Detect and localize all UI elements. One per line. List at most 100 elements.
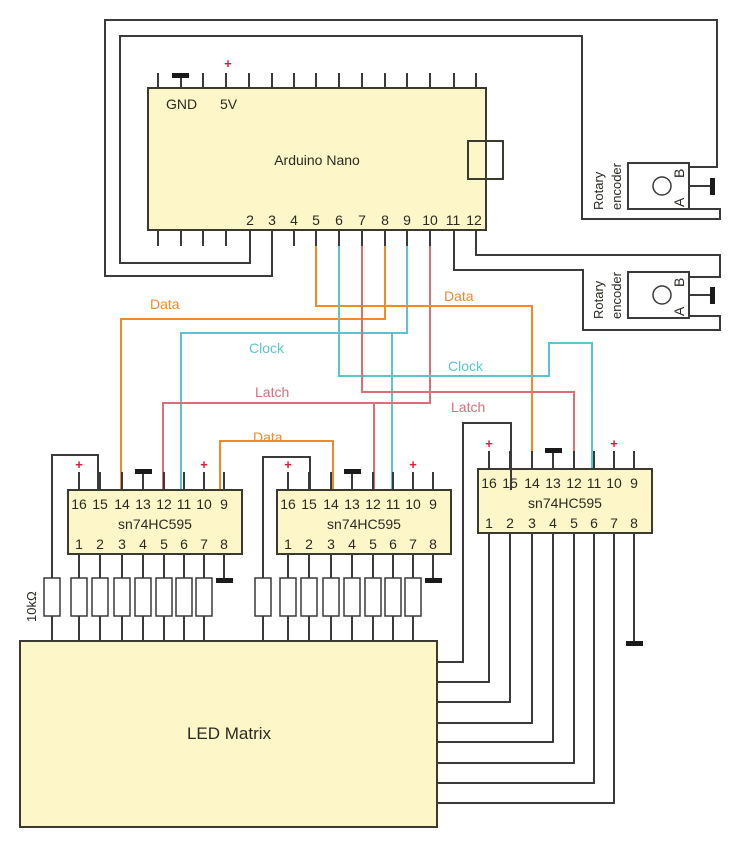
chip-pin-label: 14	[114, 496, 130, 512]
chip-pin-label: 1	[485, 515, 493, 531]
chip-pin-label: 12	[566, 475, 582, 491]
resistor-label: 10kΩ	[24, 591, 39, 622]
plus-icon: +	[610, 436, 618, 451]
wire-label-data: Data	[150, 296, 180, 312]
encoder-label-line2: encoder	[609, 271, 624, 319]
arduino-top-pins	[157, 73, 477, 88]
plus-icon: +	[485, 436, 493, 451]
encoder-label-line1: Rotary	[591, 280, 606, 319]
arduino-pin-label: 8	[381, 212, 389, 228]
resistor	[155, 577, 173, 617]
arduino-pin-label: 10	[422, 212, 438, 228]
chip-pin-label: 3	[327, 536, 335, 552]
chip-pin-label: 7	[200, 536, 208, 552]
wire-chip3-pin15-loop	[438, 422, 512, 663]
chip-pin-label: 11	[177, 496, 192, 512]
chip-pin-label: 4	[549, 515, 557, 531]
wire-data-chip3	[315, 246, 533, 490]
arduino-bottom-pins	[157, 230, 477, 246]
chip-body	[67, 489, 243, 555]
wire-encoder1-a	[119, 35, 721, 264]
resistor	[322, 577, 340, 617]
chip-pin-label: 1	[75, 536, 83, 552]
arduino-pin-label: 2	[246, 212, 254, 228]
chip-pin-label: 14	[524, 475, 540, 491]
encoder-pin-b: B	[671, 278, 687, 287]
chip-pin-label: 5	[570, 515, 578, 531]
chip-label: sn74HC595	[528, 495, 602, 511]
chip-pin-label: 13	[545, 475, 561, 491]
matrix-row-wire	[437, 533, 554, 743]
ground-icon	[545, 448, 562, 453]
ground-icon	[710, 178, 715, 195]
led-matrix-body	[19, 640, 438, 828]
resistor	[134, 577, 152, 617]
resistor	[343, 577, 361, 617]
arduino-pin-label: 9	[403, 212, 411, 228]
chip-pin-label: 11	[587, 475, 602, 491]
chip-pin-label: 2	[96, 536, 104, 552]
chip-pin-label: 3	[528, 515, 536, 531]
ground-icon	[344, 469, 361, 474]
chip-pin-label: 13	[344, 496, 360, 512]
wire-label-latch: Latch	[255, 384, 289, 400]
resistor	[113, 577, 131, 617]
arduino-pin-label: 3	[268, 212, 276, 228]
encoder-pin-a: A	[671, 197, 687, 207]
usb-connector	[467, 140, 504, 180]
matrix-row-wire	[437, 533, 595, 784]
plus-icon: +	[224, 56, 232, 71]
plus-icon: +	[409, 457, 417, 472]
chip-pin-label: 8	[220, 536, 228, 552]
matrix-row-wire	[437, 533, 490, 683]
chip-pin-label: 12	[156, 496, 172, 512]
rotary-encoder-2: B A Rotary encoder	[591, 271, 715, 319]
arduino-pin-label: 12	[466, 212, 482, 228]
chip-pin-label: 8	[429, 536, 437, 552]
chip-pin-label: 15	[92, 496, 108, 512]
matrix-row-wire	[437, 533, 615, 804]
wire-encoder1-b	[104, 19, 718, 277]
encoder-body	[627, 162, 690, 210]
chip-pin-label: 16	[280, 496, 296, 512]
wire-label-data: Data	[253, 429, 283, 445]
arduino-body	[147, 87, 487, 231]
wire-data-chip1-to-chip2	[219, 440, 334, 490]
chip-pin-label: 3	[118, 536, 126, 552]
chip-pin-label: 4	[348, 536, 356, 552]
matrix-row-wire	[437, 533, 575, 764]
wire-latch-chip3	[361, 246, 575, 490]
led-matrix-label: LED Matrix	[187, 724, 272, 743]
ground-icon	[626, 641, 643, 646]
chip-pin-label: 9	[220, 496, 228, 512]
resistor-10k	[254, 577, 272, 617]
chip-pin-label: 1	[284, 536, 292, 552]
resistor	[70, 577, 88, 617]
wire-label-data: Data	[444, 288, 474, 304]
wire-chip2-pin15-loop	[262, 456, 311, 578]
wire-label-latch: Latch	[451, 399, 485, 415]
encoder-knob-icon	[652, 176, 672, 196]
arduino-pin-label: 6	[335, 212, 343, 228]
chip-label: sn74HC595	[118, 516, 192, 532]
ground-icon	[425, 578, 442, 583]
arduino-pin-label: 5	[312, 212, 320, 228]
5v-label: 5V	[220, 96, 238, 112]
plus-icon: +	[75, 457, 83, 472]
chip-pin-label: 10	[405, 496, 421, 512]
led-matrix: LED Matrix	[19, 533, 615, 828]
encoder-pin-b: B	[671, 169, 687, 178]
chip-pin-label: 11	[386, 496, 401, 512]
wire-clock-chip3	[338, 246, 593, 490]
chip-body	[276, 489, 452, 555]
chip-pin-label: 4	[139, 536, 147, 552]
ground-icon	[135, 469, 152, 474]
encoder-knob-icon	[652, 285, 672, 305]
encoder-pin-a: A	[671, 306, 687, 316]
chip-pin-label: 2	[305, 536, 313, 552]
